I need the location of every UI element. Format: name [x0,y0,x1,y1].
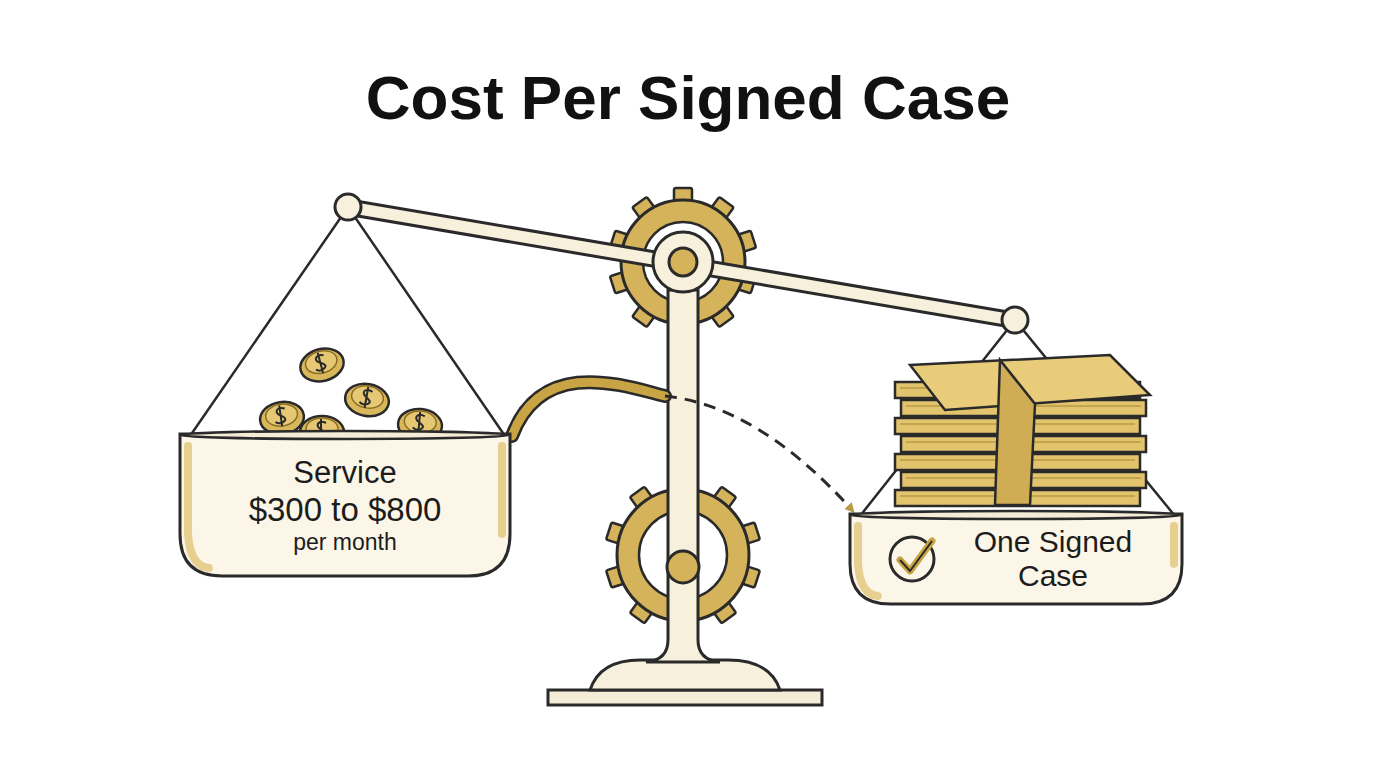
pivot [653,232,713,292]
pan-rope [190,207,505,436]
gear-hub [667,551,699,583]
scale-pan: Service$300 to $800per month [178,432,512,578]
pan-label: $300 to $800 [249,491,442,529]
scale-beam [346,200,1014,327]
pan-rope [860,320,1175,516]
money-stack [895,355,1150,506]
scale-pole [646,290,720,662]
scale-pan: One Signed Case [848,512,1184,606]
scale-base [590,660,780,690]
flow-arrow [512,382,852,510]
diagram-title: Cost Per Signed Case [0,62,1376,133]
check-icon [890,537,934,581]
beam-pin [335,194,361,220]
beam-pin [1002,307,1028,333]
pan-label: One Signed Case [940,525,1166,594]
pan-label: per month [293,529,397,555]
scale-base-plate [548,690,822,705]
pivot-hub [669,248,697,276]
pan-label: Service [293,455,396,491]
